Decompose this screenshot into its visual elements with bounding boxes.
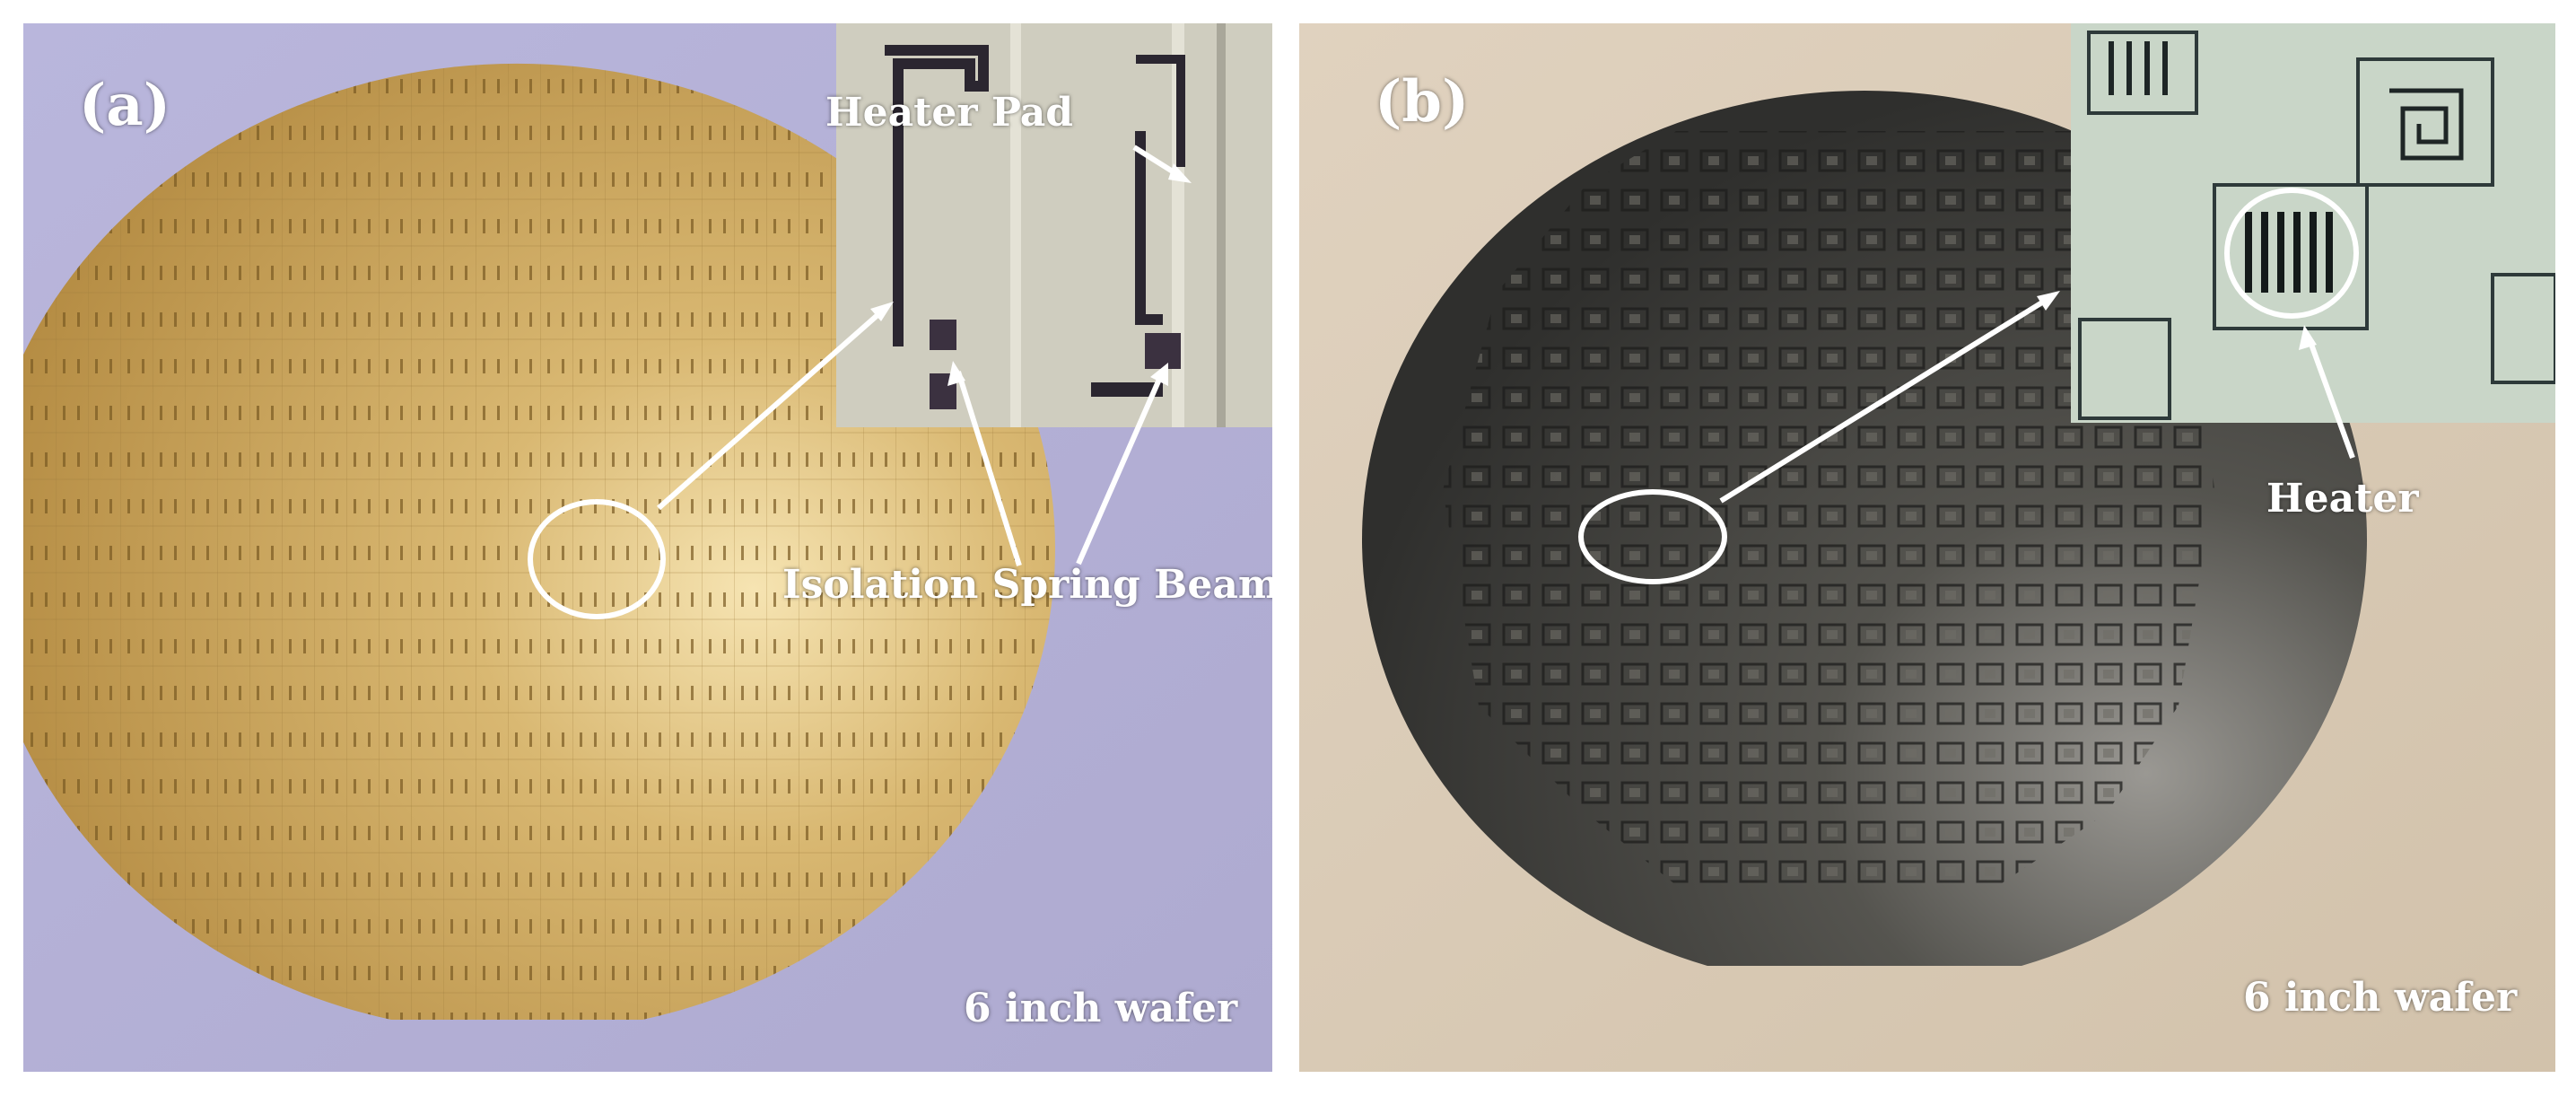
heater-label: Heater	[2266, 476, 2419, 522]
highlight-circle-b	[1578, 489, 1727, 584]
wafer-size-label-a: 6 inch wafer	[964, 986, 1238, 1031]
heater-highlight-circle	[2224, 188, 2359, 319]
panel-b: (b) Heater 6 inch wafer	[1299, 23, 2555, 1072]
panel-b-photo	[1299, 23, 2555, 1072]
highlight-circle-a	[528, 499, 666, 619]
pointer-line-a	[657, 306, 886, 511]
panel-a-photo	[23, 23, 1272, 1072]
panel-a: (a) Heater Pad Isolation Spring Beam 6 i…	[23, 23, 1272, 1072]
wafer-size-label-b: 6 inch wafer	[2243, 975, 2518, 1021]
panel-a-label: (a)	[79, 72, 171, 139]
inset-a	[836, 23, 1272, 427]
inset-b	[2071, 23, 2555, 423]
isolation-spring-beam-label: Isolation Spring Beam	[782, 562, 1272, 608]
spring-beam-arrow-left	[956, 371, 1022, 566]
heater-pad-label: Heater Pad	[825, 90, 1074, 136]
panel-b-label: (b)	[1375, 68, 1470, 136]
pointer-line-b	[1719, 295, 2051, 504]
spring-beam-arrow-right	[1076, 373, 1164, 566]
heater-arrow	[2307, 338, 2355, 460]
